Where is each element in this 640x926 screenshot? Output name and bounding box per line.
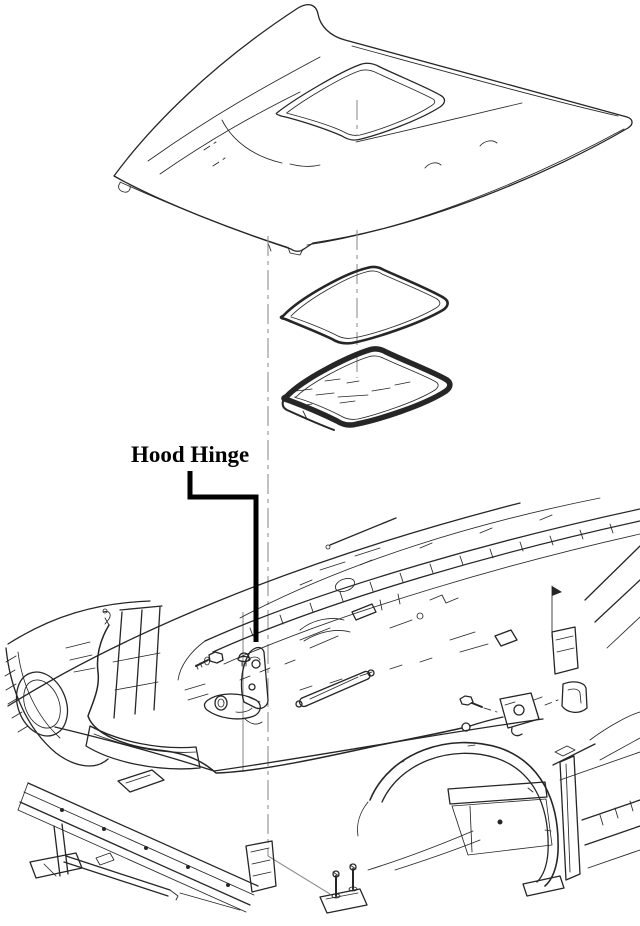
hood-window-cutout xyxy=(275,62,446,141)
callout-leader-line xyxy=(187,471,259,642)
front-frame-rails xyxy=(17,769,259,913)
cowl-panel xyxy=(177,497,640,681)
hinge-lower-arm xyxy=(203,693,263,725)
hinge-stud-nut-icon xyxy=(237,652,251,667)
wheel-arch-assembly xyxy=(357,741,565,897)
hood-hinge-assembly xyxy=(195,646,269,725)
hood-window-panel xyxy=(281,346,453,431)
left-fender-support xyxy=(4,600,201,770)
hinge-bolt-icon xyxy=(195,651,224,670)
fender-sweep-lines xyxy=(7,502,544,772)
hood-hinge-callout: Hood Hinge xyxy=(131,442,259,642)
hood-window-seal xyxy=(279,265,449,345)
support-stand xyxy=(29,823,241,911)
hood-strut xyxy=(295,669,375,708)
stud-mount-bracket xyxy=(319,863,368,914)
panel-surface-marks xyxy=(295,378,411,420)
bumper-end-bracket xyxy=(245,840,277,893)
body-side-lines xyxy=(552,711,640,881)
hood-panel xyxy=(113,3,633,256)
engine-bay-hardware xyxy=(184,517,518,701)
latch-bolt-icon xyxy=(459,695,474,706)
hood-hinge-label: Hood Hinge xyxy=(131,442,249,467)
hood-release-cable xyxy=(87,608,504,774)
a-pillar-lines xyxy=(551,545,640,675)
hood-latch-assembly xyxy=(459,681,588,737)
front-body-structure xyxy=(4,497,640,914)
